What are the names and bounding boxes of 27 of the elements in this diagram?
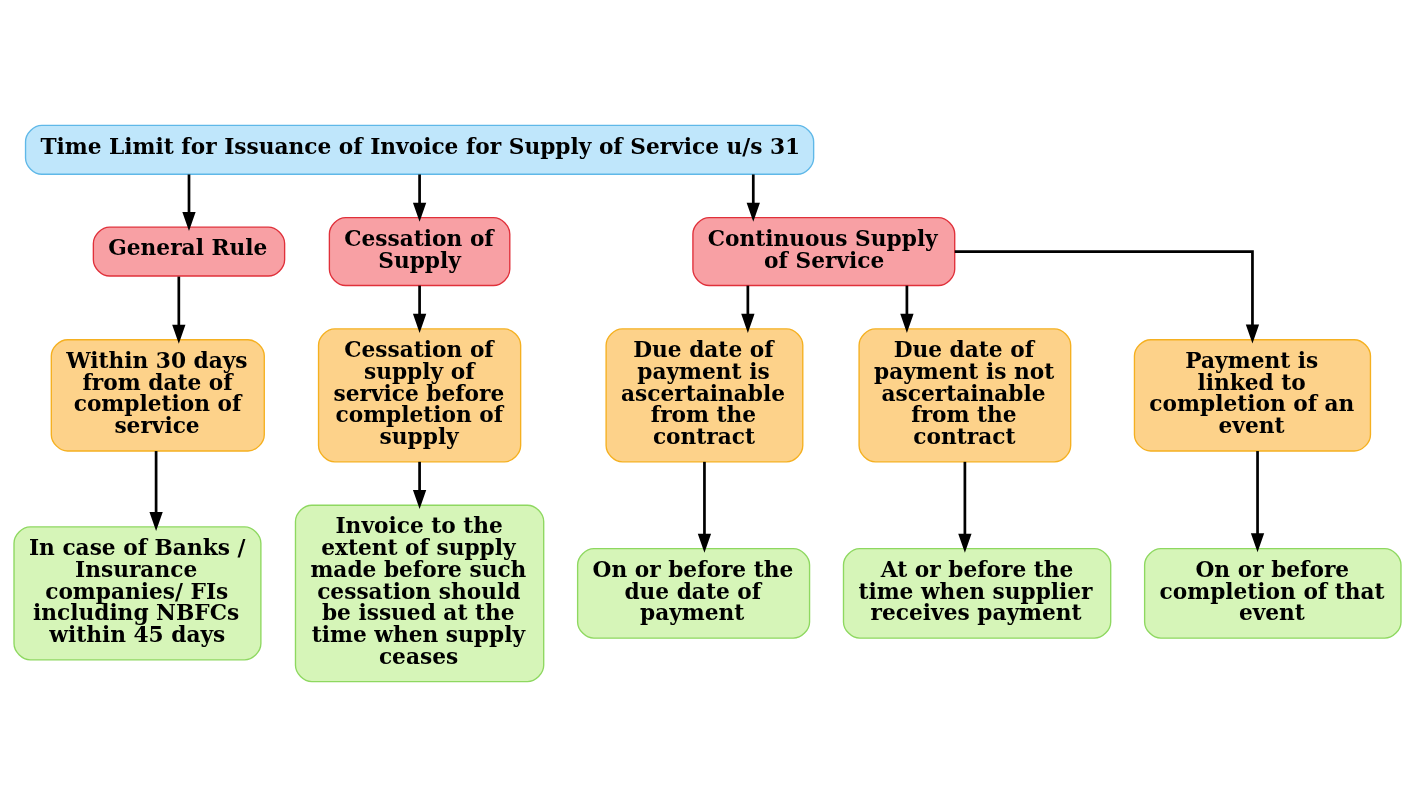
arrow [954, 250, 1260, 344]
node-box: Invoice to the extent of supply made before such cessation should be issued at the time when supply ceases [294, 504, 545, 683]
node-box: Cessation of supply of service before completion of supply [317, 328, 522, 463]
arrow [412, 174, 427, 222]
node-box: On or before the due date of payment [576, 547, 811, 639]
arrow [412, 461, 427, 509]
arrow [697, 461, 712, 553]
node-box: Within 30 days from date of completion of service [50, 339, 265, 452]
node-box: On or before completion of that event [1143, 547, 1402, 639]
arrow [172, 276, 186, 344]
arrow [741, 285, 755, 333]
arrow [958, 461, 972, 553]
node-box: Payment is linked to completion of an event [1133, 339, 1372, 452]
node-box: At or before the time when supplier receives payment [842, 547, 1112, 639]
node-box: In case of Banks / Insurance companies/ FIs including NBFCs within 45 days [13, 526, 262, 661]
node-box: Continuous Supply of Service [692, 217, 956, 287]
arrow [182, 174, 196, 231]
arrow [1250, 451, 1265, 553]
node-box: Due date of payment is ascertainable from the contract [605, 328, 804, 463]
arrow [149, 451, 163, 531]
arrow [412, 285, 427, 333]
arrow [746, 174, 760, 222]
node-box: Cessation of Supply [328, 217, 511, 287]
node-box: General Rule [92, 226, 286, 277]
node-box: Due date of payment is not ascertainable from the contract [858, 328, 1072, 463]
node-box: Time Limit for Issuance of Invoice for Supply of Service u/s 31 [24, 124, 815, 175]
arrow [900, 285, 914, 333]
